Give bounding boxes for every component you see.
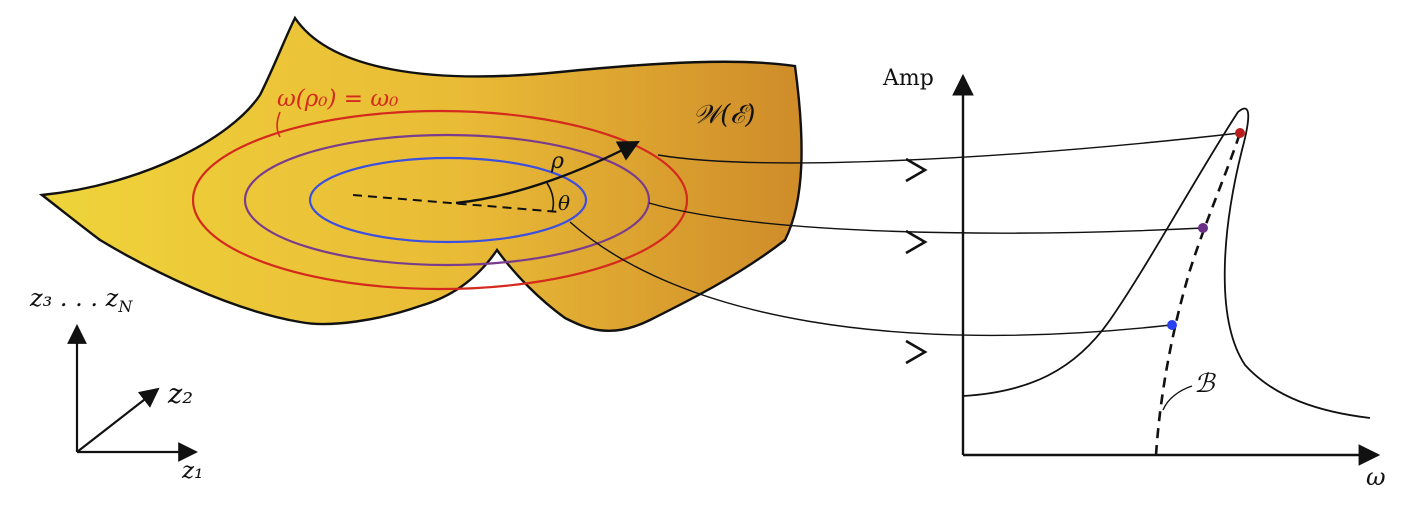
theta-reference-dashed-line xyxy=(352,194,561,213)
map-curve-blue xyxy=(569,221,1172,337)
axis-diagonal-label: z₂ xyxy=(167,379,193,410)
coordinate-axes: z₃ . . . zN z₂ z₁ xyxy=(29,284,203,484)
manifold-label: 𝒲(ℰ) xyxy=(693,100,755,130)
rho-arrow xyxy=(455,140,640,205)
backbone-curve xyxy=(1154,132,1242,456)
response-curve xyxy=(962,107,1371,419)
rho-label: ρ xyxy=(550,149,564,174)
axis-vertical-label-sub: N xyxy=(117,297,133,316)
amp-axis-label: Amp xyxy=(882,66,934,91)
theta-label: θ xyxy=(558,191,570,215)
map-curve-red xyxy=(657,132,1241,164)
manifold-surface-group: ω(ρ₀) = ω₀ 𝒲(ℰ) ρ θ xyxy=(38,15,803,333)
axis-horizontal-label: z₁ xyxy=(181,458,203,484)
map-arrowhead-bottom xyxy=(905,339,928,365)
inner-contour-blue xyxy=(308,156,588,244)
middle-contour-purple xyxy=(243,133,651,267)
map-arrowhead-top xyxy=(905,157,928,183)
frequency-response-plot: Amp ω ℬ xyxy=(882,66,1386,491)
amplitude-point-red xyxy=(1235,128,1245,138)
map-curve-purple xyxy=(648,202,1204,234)
contour-equation-label: ω(ρ₀) = ω₀ xyxy=(277,86,398,112)
backbone-label: ℬ xyxy=(1194,369,1216,399)
manifold-surface xyxy=(38,15,803,333)
axis-vertical-label: z₃ . . . zN xyxy=(29,284,133,316)
axis-vertical-label-main: z₃ . . . z xyxy=(29,284,119,312)
backbone-label-leader xyxy=(1162,385,1193,411)
amplitude-point-purple xyxy=(1198,223,1208,233)
contour-label-leader xyxy=(276,111,281,138)
theta-angle-arc xyxy=(546,182,555,213)
amplitude-point-blue xyxy=(1167,320,1177,330)
omega-axis-label: ω xyxy=(1366,463,1386,491)
mapping-arrows xyxy=(569,132,1241,365)
map-arrowhead-middle xyxy=(905,229,928,255)
outer-contour-red xyxy=(191,109,689,291)
axis-diagonal xyxy=(76,387,160,453)
